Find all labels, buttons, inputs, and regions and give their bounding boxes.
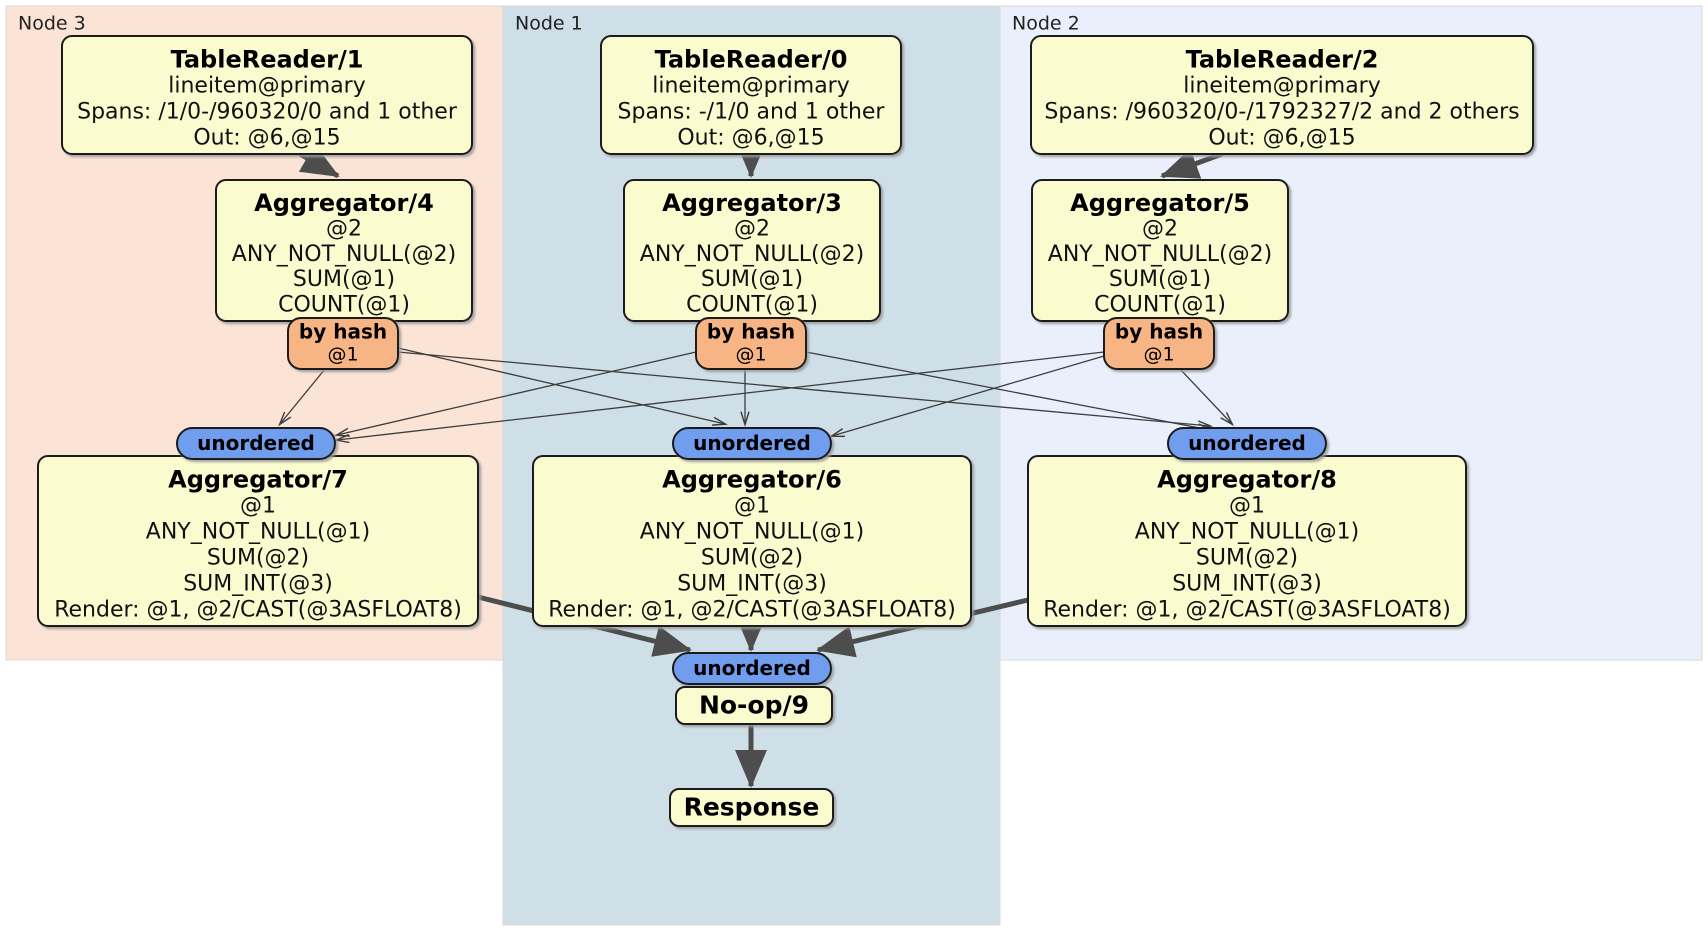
processor-aggregator-7[interactable]: Aggregator/7@1ANY_NOT_NULL(@1)SUM(@2)SUM… — [37, 455, 479, 627]
processor-detail-line: SUM(@2) — [1196, 545, 1298, 570]
router-column: @1 — [735, 344, 766, 366]
processor-detail-line: Spans: /960320/0-/1792327/2 and 2 others — [1044, 99, 1519, 124]
router-by-hash-3[interactable]: by hash@1 — [695, 317, 807, 370]
processor-detail-line: @1 — [734, 493, 770, 518]
processor-detail-line: SUM(@1) — [293, 267, 395, 292]
node-response[interactable]: Response — [669, 788, 834, 827]
processor-detail-line: SUM_INT(@3) — [677, 571, 827, 596]
processor-detail-line: SUM_INT(@3) — [183, 571, 333, 596]
processor-detail-line: @1 — [1229, 493, 1265, 518]
synchronizer-label: unordered — [197, 431, 315, 455]
processor-title: TableReader/0 — [655, 45, 848, 73]
processor-detail-line: ANY_NOT_NULL(@2) — [640, 242, 864, 267]
processor-detail-line: Render: @1, @2/CAST(@3ASFLOAT8) — [1043, 597, 1451, 622]
processor-detail-line: SUM(@2) — [207, 545, 309, 570]
processor-detail-line: lineitem@primary — [168, 73, 366, 98]
synchronizer-unordered-6[interactable]: unordered — [672, 427, 832, 460]
edge-hash4-un7 — [280, 368, 326, 424]
edge-hash4-un6 — [397, 347, 725, 424]
processor-detail-line: COUNT(@1) — [278, 293, 410, 318]
processor-detail-line: ANY_NOT_NULL(@1) — [146, 519, 370, 544]
edge-tr2-agg5 — [1160, 148, 1223, 179]
processor-title: Aggregator/8 — [1157, 465, 1337, 493]
processor-detail-line: Render: @1, @2/CAST(@3ASFLOAT8) — [548, 597, 956, 622]
processor-detail-line: SUM_INT(@3) — [1172, 571, 1322, 596]
processor-detail-line: Out: @6,@15 — [677, 125, 824, 150]
router-label: by hash — [707, 320, 795, 344]
processor-title: Aggregator/4 — [254, 189, 434, 217]
processor-detail-line: ANY_NOT_NULL(@2) — [1048, 242, 1272, 267]
node-title: Response — [684, 793, 820, 822]
edge-hash3-un7 — [337, 351, 697, 435]
synchronizer-unordered-8[interactable]: unordered — [1167, 427, 1327, 460]
processor-detail-line: Render: @1, @2/CAST(@3ASFLOAT8) — [54, 597, 462, 622]
synchronizer-label: unordered — [693, 431, 811, 455]
processor-title: TableReader/1 — [171, 45, 364, 73]
processor-aggregator-3[interactable]: Aggregator/3@2ANY_NOT_NULL(@2)SUM(@1)COU… — [623, 179, 881, 322]
processor-detail-line: SUM(@1) — [1109, 267, 1211, 292]
router-label: by hash — [1115, 320, 1203, 344]
processor-title: Aggregator/7 — [168, 465, 348, 493]
processor-detail-line: @2 — [734, 216, 770, 241]
edge-tr1-agg4 — [298, 144, 340, 179]
processor-detail-line: ANY_NOT_NULL(@1) — [640, 519, 864, 544]
edge-hash3-un8 — [805, 351, 1210, 430]
processor-aggregator-4[interactable]: Aggregator/4@2ANY_NOT_NULL(@2)SUM(@1)COU… — [215, 179, 473, 322]
processor-detail-line: SUM(@2) — [701, 545, 803, 570]
edge-hash5-un6 — [832, 355, 1105, 436]
router-column: @1 — [1143, 344, 1174, 366]
processor-title: TableReader/2 — [1186, 45, 1379, 73]
router-by-hash-4[interactable]: by hash@1 — [287, 317, 399, 370]
processor-detail-line: @2 — [1142, 216, 1178, 241]
processor-title: Aggregator/6 — [662, 465, 842, 493]
processor-aggregator-5[interactable]: Aggregator/5@2ANY_NOT_NULL(@2)SUM(@1)COU… — [1031, 179, 1289, 322]
processor-aggregator-6[interactable]: Aggregator/6@1ANY_NOT_NULL(@1)SUM(@2)SUM… — [532, 455, 972, 627]
processor-title: Aggregator/5 — [1070, 189, 1250, 217]
edge-hash5-un7 — [337, 351, 1105, 440]
node-panel-label: Node 1 — [515, 13, 583, 35]
edge-hash4-un8 — [397, 351, 1210, 426]
node-panel-label: Node 2 — [1012, 13, 1080, 35]
processor-detail-line: ANY_NOT_NULL(@1) — [1135, 519, 1359, 544]
node-panel-label: Node 3 — [18, 13, 86, 35]
synchronizer-unordered-noop[interactable]: unordered — [672, 652, 832, 685]
processor-title: Aggregator/3 — [662, 189, 842, 217]
processor-detail-line: Out: @6,@15 — [1208, 125, 1355, 150]
processor-detail-line: COUNT(@1) — [686, 293, 818, 318]
processor-detail-line: @1 — [240, 493, 276, 518]
node-title: No-op/9 — [699, 691, 809, 720]
synchronizer-unordered-7[interactable]: unordered — [176, 427, 336, 460]
processor-detail-line: @2 — [326, 216, 362, 241]
node-noop-9[interactable]: No-op/9 — [675, 686, 833, 725]
synchronizer-label: unordered — [1188, 431, 1306, 455]
edge-hash5-un8 — [1179, 368, 1232, 424]
processor-detail-line: ANY_NOT_NULL(@2) — [232, 242, 456, 267]
processor-detail-line: Out: @6,@15 — [193, 125, 340, 150]
processor-detail-line: lineitem@primary — [1183, 73, 1381, 98]
processor-aggregator-8[interactable]: Aggregator/8@1ANY_NOT_NULL(@1)SUM(@2)SUM… — [1027, 455, 1467, 627]
router-column: @1 — [327, 344, 358, 366]
router-by-hash-5[interactable]: by hash@1 — [1103, 317, 1215, 370]
processor-detail-line: SUM(@1) — [701, 267, 803, 292]
router-label: by hash — [299, 320, 387, 344]
processor-detail-line: Spans: /1/0-/960320/0 and 1 other — [77, 99, 458, 124]
processor-detail-line: COUNT(@1) — [1094, 293, 1226, 318]
processor-detail-line: lineitem@primary — [652, 73, 850, 98]
synchronizer-label: unordered — [693, 656, 811, 680]
processor-detail-line: Spans: -/1/0 and 1 other — [618, 99, 886, 124]
